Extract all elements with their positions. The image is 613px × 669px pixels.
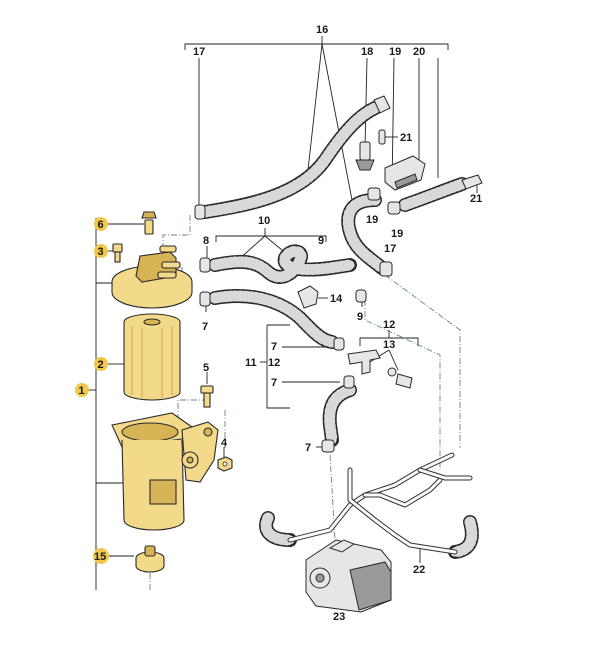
t-piece-12 [347, 349, 413, 389]
bolt-5 [200, 385, 214, 408]
fuel-filter-assembly-1 [111, 211, 233, 573]
label-17-right: 17 [384, 243, 396, 255]
filter-cap [111, 245, 193, 309]
label-10: 10 [258, 215, 270, 227]
highlight-badges [75, 217, 109, 564]
drain-valve-15 [135, 545, 165, 573]
label-12-right: 12 [383, 319, 395, 331]
label-4: 4 [221, 437, 228, 449]
label-6: 6 [98, 219, 104, 231]
label-19-left: 19 [366, 214, 378, 226]
label-9-top: 9 [318, 235, 324, 247]
badge-15 [93, 548, 109, 564]
clip-14 [297, 285, 319, 309]
label-8: 8 [203, 235, 209, 247]
label-5: 5 [203, 362, 209, 374]
label-23: 23 [333, 611, 345, 623]
label-7-left: 7 [202, 321, 208, 333]
vent-screw-6 [141, 211, 157, 235]
badge-3 [94, 244, 108, 258]
label-11: 11 [245, 357, 257, 369]
label-22: 22 [413, 564, 425, 576]
label-7-mid-bottom: 7 [271, 377, 277, 389]
hose-group [198, 101, 479, 559]
badge-1 [75, 383, 89, 397]
valve-20 [384, 155, 426, 191]
hose-clamps [194, 187, 401, 453]
label-18: 18 [361, 46, 373, 58]
high-pressure-pump-23 [305, 539, 392, 613]
label-20: 20 [413, 46, 425, 58]
connector-18 [355, 95, 391, 171]
filter-element-2 [123, 313, 181, 401]
label-21-mid: 21 [400, 132, 412, 144]
fuel-lines-22 [287, 452, 473, 555]
badge-6 [94, 217, 108, 231]
fitting-21 [378, 129, 483, 190]
label-17-top: 17 [193, 46, 205, 58]
label-16: 16 [316, 24, 328, 36]
label-15: 15 [94, 551, 106, 563]
bolt-3 [112, 243, 123, 263]
label-3: 3 [98, 246, 104, 258]
label-7-mid-top: 7 [271, 341, 277, 353]
filter-housing [111, 412, 219, 531]
label-14: 14 [330, 293, 343, 305]
nut-4 [217, 456, 233, 472]
label-9-mid: 9 [357, 311, 363, 323]
label-19-right: 19 [391, 228, 403, 240]
label-12-left: 12 [268, 357, 280, 369]
label-7-lower: 7 [305, 442, 311, 454]
label-1: 1 [79, 385, 85, 397]
label-21-right: 21 [470, 193, 482, 205]
label-13: 13 [383, 339, 395, 351]
label-19-top: 19 [389, 46, 401, 58]
badge-2 [94, 357, 108, 371]
label-2: 2 [98, 359, 104, 371]
callout-labels: 16 17 18 19 20 21 21 19 19 17 10 8 9 14 … [79, 24, 483, 623]
